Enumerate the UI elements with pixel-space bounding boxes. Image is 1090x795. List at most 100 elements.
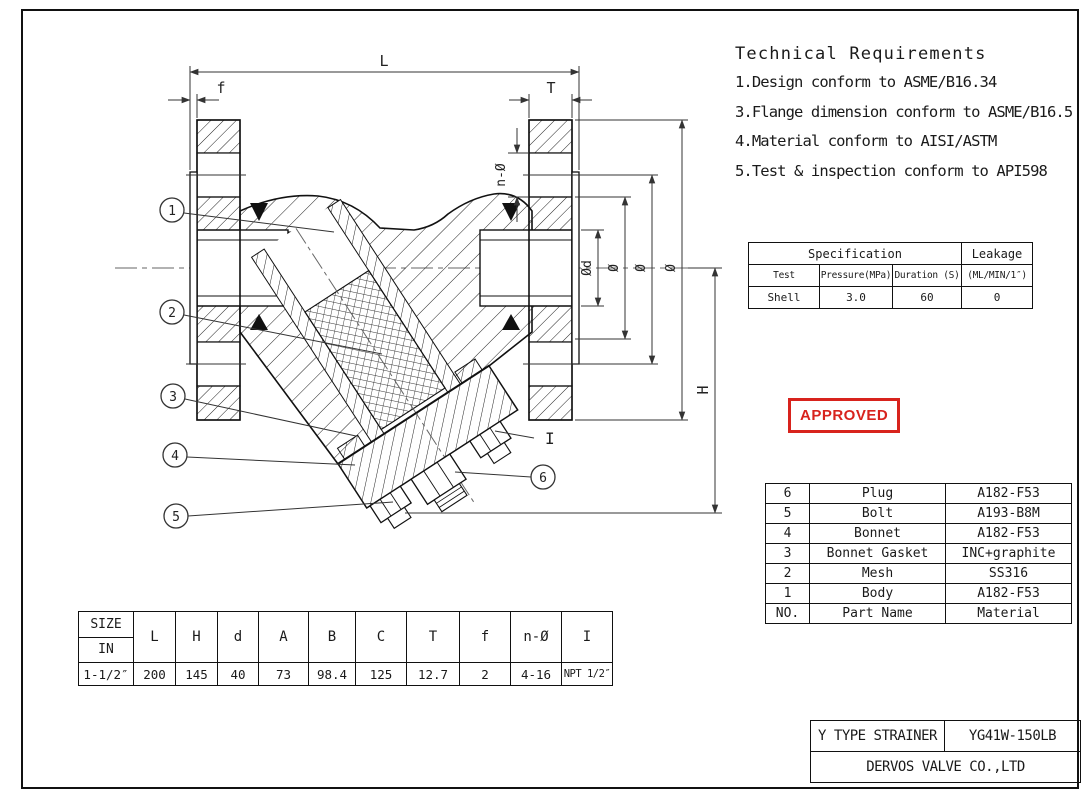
outlet-bore (479, 229, 573, 307)
col-header: n-Ø (510, 611, 562, 663)
col-header: C (355, 611, 407, 663)
unit-label: IN (98, 641, 114, 657)
col-material-label: Material (945, 603, 1072, 624)
svg-text:5: 5 (172, 510, 180, 525)
part-no: 4 (765, 523, 810, 544)
part-name: Bonnet Gasket (809, 543, 946, 564)
requirement-item: 3.Flange dimension conform to ASME/B16.5 (735, 102, 1073, 121)
dim-value: 125 (355, 662, 407, 686)
part-material: INC+graphite (945, 543, 1072, 564)
col-header: H (175, 611, 218, 663)
size-value: 1-1/2″ (78, 662, 134, 686)
dim-label-phi-2: Ø (634, 264, 649, 272)
dim-value: 73 (258, 662, 309, 686)
col-header: f (459, 611, 511, 663)
title-block: Y TYPE STRAINER YG41W-150LB DERVOS VALVE… (810, 720, 1081, 783)
balloons: 1 2 3 4 5 6 (159, 197, 556, 529)
part-no: 5 (765, 503, 810, 524)
part-no: 2 (765, 563, 810, 584)
table-row: 3 Bonnet Gasket INC+graphite (765, 543, 1072, 564)
cell-duration: 60 (892, 286, 962, 309)
part-name: Mesh (809, 563, 946, 584)
dim-label-bore: Ød (580, 260, 595, 276)
dim-label-H: H (694, 385, 712, 394)
technical-requirements-title: Technical Requirements (735, 44, 987, 64)
part-material: A182-F53 (945, 523, 1072, 544)
product-title: Y TYPE STRAINER (810, 720, 945, 752)
part-material: A182-F53 (945, 583, 1072, 604)
approved-stamp: APPROVED (788, 398, 901, 433)
drain-plug (410, 453, 468, 513)
balloon-4: 4 (162, 442, 188, 468)
col-header: L (133, 611, 176, 663)
dim-value: NPT 1/2″ (561, 662, 613, 686)
dim-value: 2 (459, 662, 511, 686)
col-leak-unit: (ML/MIN/1″) (961, 264, 1033, 287)
detail-label-I: I (545, 429, 555, 448)
dim-label-T: T (546, 79, 555, 97)
dim-label-phi-1: Ø (607, 264, 622, 272)
dim-label-n-phi: n-Ø (494, 163, 509, 187)
part-no: 6 (765, 483, 810, 504)
requirement-item: 4.Material conform to AISI/ASTM (735, 132, 997, 150)
balloon-1: 1 (159, 197, 185, 223)
model-number: YG41W-150LB (944, 720, 1081, 752)
technical-requirements: Technical Requirements 1.Design conform … (735, 44, 1083, 191)
dim-label-f: f (216, 79, 225, 97)
dim-value: 12.7 (406, 662, 460, 686)
dimension-lines (168, 66, 722, 514)
balloon-3: 3 (160, 383, 186, 409)
col-header: B (308, 611, 356, 663)
col-header: d (217, 611, 259, 663)
dim-value: 98.4 (308, 662, 356, 686)
svg-text:1: 1 (168, 204, 176, 219)
balloon-6: 6 (530, 464, 556, 490)
part-name: Bonnet (809, 523, 946, 544)
balloon-5: 5 (163, 503, 189, 529)
col-header: T (406, 611, 460, 663)
outlet-flange (523, 119, 580, 421)
col-header: A (258, 611, 309, 663)
dim-label-L: L (379, 52, 388, 70)
cell-pressure: 3.0 (819, 286, 893, 309)
table-row: 6 Plug A182-F53 (765, 483, 1072, 504)
col-pressure: Pressure(MPa) (819, 264, 893, 287)
part-no: 1 (765, 583, 810, 604)
table-row: 1-1/2″ 200 145 40 73 98.4 125 12.7 2 4-1… (78, 662, 613, 686)
bolt-right (468, 420, 512, 465)
leakage-header: Leakage (961, 242, 1033, 265)
dim-value: 200 (133, 662, 176, 686)
dimension-table: SIZE IN L H d A B C T f n-Ø I 1-1/2″ 200… (78, 611, 613, 686)
dim-value: 145 (175, 662, 218, 686)
part-name: Bolt (809, 503, 946, 524)
part-material: A193-B8M (945, 503, 1072, 524)
sheet-border (21, 9, 1079, 789)
part-name: Body (809, 583, 946, 604)
company-name: DERVOS VALVE CO.,LTD (810, 751, 1081, 783)
size-label: SIZE (79, 613, 133, 638)
balloon-leaders (183, 212, 532, 517)
table-row: 1 Body A182-F53 (765, 583, 1072, 604)
table-row: 5 Bolt A193-B8M (765, 503, 1072, 524)
requirement-item: 5.Test & inspection conform to API598 (735, 161, 1048, 180)
dim-value: 4-16 (510, 662, 562, 686)
svg-text:3: 3 (169, 390, 177, 405)
balloon-2: 2 (159, 299, 185, 325)
parts-table: 6 Plug A182-F53 5 Bolt A193-B8M 4 Bonnet… (765, 483, 1072, 624)
spec-header: Specification (748, 242, 962, 265)
part-no: 3 (765, 543, 810, 564)
cell-test: Shell (748, 286, 820, 309)
col-duration: Duration (S) (892, 264, 962, 287)
requirement-item: 1.Design conform to ASME/B16.34 (735, 73, 997, 91)
part-material: SS316 (945, 563, 1072, 584)
inlet-flange (186, 119, 246, 421)
col-partname-label: Part Name (809, 603, 946, 624)
spec-table: Specification Leakage Test Pressure(MPa)… (748, 242, 1033, 309)
table-row: 4 Bonnet A182-F53 (765, 523, 1072, 544)
table-footer-row: NO. Part Name Material (765, 603, 1072, 624)
col-test: Test (748, 264, 820, 287)
detail-leader (494, 430, 535, 439)
svg-text:2: 2 (168, 306, 176, 321)
